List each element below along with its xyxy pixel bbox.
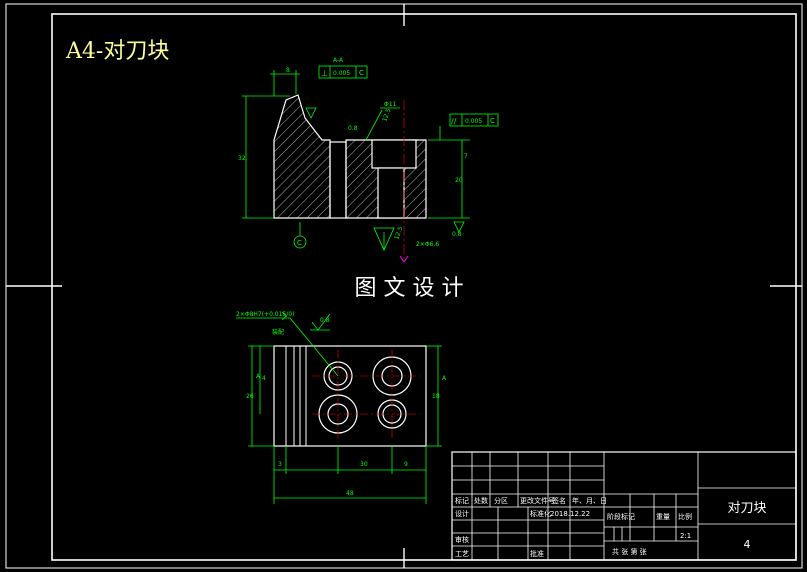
tb-sheet-number: 4 [744, 538, 751, 551]
dim-right-height: 20 [455, 177, 463, 184]
section-mark-right: A [442, 375, 447, 382]
tb-design-date: 2018.12.22 [550, 510, 590, 518]
tb-stage-mark: 阶段标记 [607, 512, 635, 521]
dim-left-height: 26 [246, 393, 254, 400]
dim-right-bottom: 0.8 [452, 231, 462, 238]
top-view: 2×Φ8H7(+0.015/0) 装配 0.8 A A 26 4 18 3 30… [236, 311, 447, 504]
tolerance-frame-right [449, 113, 499, 127]
drawing-frame [51, 13, 797, 561]
front-section-view: ⊥ 0.005 C // 0.005 C A-A 8 Φ11 12.5 0.8 … [238, 57, 499, 263]
tolerance-right-value: 0.005 [465, 118, 482, 125]
sheet-title: A4-对刀块 [65, 39, 169, 64]
datum-circle [293, 235, 307, 249]
dim-bottom-a: 3 [278, 461, 282, 468]
tb-col-date: 年、月、日 [572, 496, 607, 505]
tb-col-count: 处数 [474, 496, 488, 505]
dim-left-small: 4 [262, 375, 266, 382]
tb-col-sign: 签名 [552, 496, 566, 505]
tb-scale: 2:1 [680, 532, 691, 540]
tb-col-changefile: 更改文件号 [520, 496, 555, 505]
tb-row-process: 工艺 [455, 550, 469, 558]
slot [329, 141, 347, 219]
tolerance-top-datum: C [359, 69, 364, 77]
hole-note: 2×Φ6.6 [416, 241, 439, 248]
dim-bottom-b: 30 [360, 461, 368, 468]
top-mark-label: 装配 [272, 328, 284, 336]
tolerance-right-symbol: // [451, 117, 457, 126]
through-hole [377, 167, 405, 219]
tb-standardize: 标准化 [530, 509, 551, 518]
pin-note: 2×Φ8H7(+0.015/0) [236, 311, 294, 318]
section-label: A-A [333, 57, 344, 64]
dim-height-left: 32 [238, 155, 246, 162]
title-block: 标记 处数 分区 更改文件号 签名 年、月、日 设计 标准化 2018.12.2… [451, 451, 797, 561]
tb-row-mark: 标记 [455, 496, 469, 505]
tb-weight: 重量 [656, 513, 670, 521]
section-mark-left: A [256, 373, 261, 380]
tolerance-frame-top [318, 65, 368, 79]
dim-top-left: 8 [286, 67, 290, 74]
roughness-symbol-top [311, 313, 331, 331]
dim-right-small: 7 [464, 153, 468, 160]
dim-bottom-roughness: 12.5 [393, 226, 404, 241]
top-outline [273, 345, 427, 447]
tolerance-top-symbol: ⊥ [321, 69, 328, 78]
tb-part-name: 对刀块 [727, 501, 766, 516]
dim-chamfer-left: 0.8 [348, 125, 358, 132]
datum-label: C [297, 239, 302, 247]
dim-bore-dia: Φ11 [384, 101, 397, 108]
centering-marks [6, 4, 802, 568]
counterbore [371, 139, 417, 169]
tb-row-design: 设计 [455, 509, 469, 518]
dim-chamfer-top: 12.5 [381, 108, 392, 123]
tb-approve: 批准 [530, 549, 544, 558]
top-roughness-label: 0.8 [320, 317, 330, 324]
tb-row-check: 审核 [455, 535, 469, 544]
leader-bracket [281, 311, 287, 321]
tb-ratio-label: 比例 [678, 512, 692, 521]
dim-bottom-c: 9 [404, 461, 408, 468]
dim-right-height-top: 18 [432, 393, 440, 400]
tolerance-top-value: 0.005 [333, 70, 350, 77]
tolerance-right-datum: C [490, 117, 495, 125]
tb-col-zone: 分区 [494, 496, 508, 505]
watermark-text: 图 文 设 计 [355, 276, 464, 301]
tb-sheets-total: 共 张 第 张 [612, 547, 647, 556]
section-arrow-marker [399, 255, 409, 263]
section-hatch-left [273, 94, 331, 219]
dim-overall: 48 [346, 490, 354, 497]
